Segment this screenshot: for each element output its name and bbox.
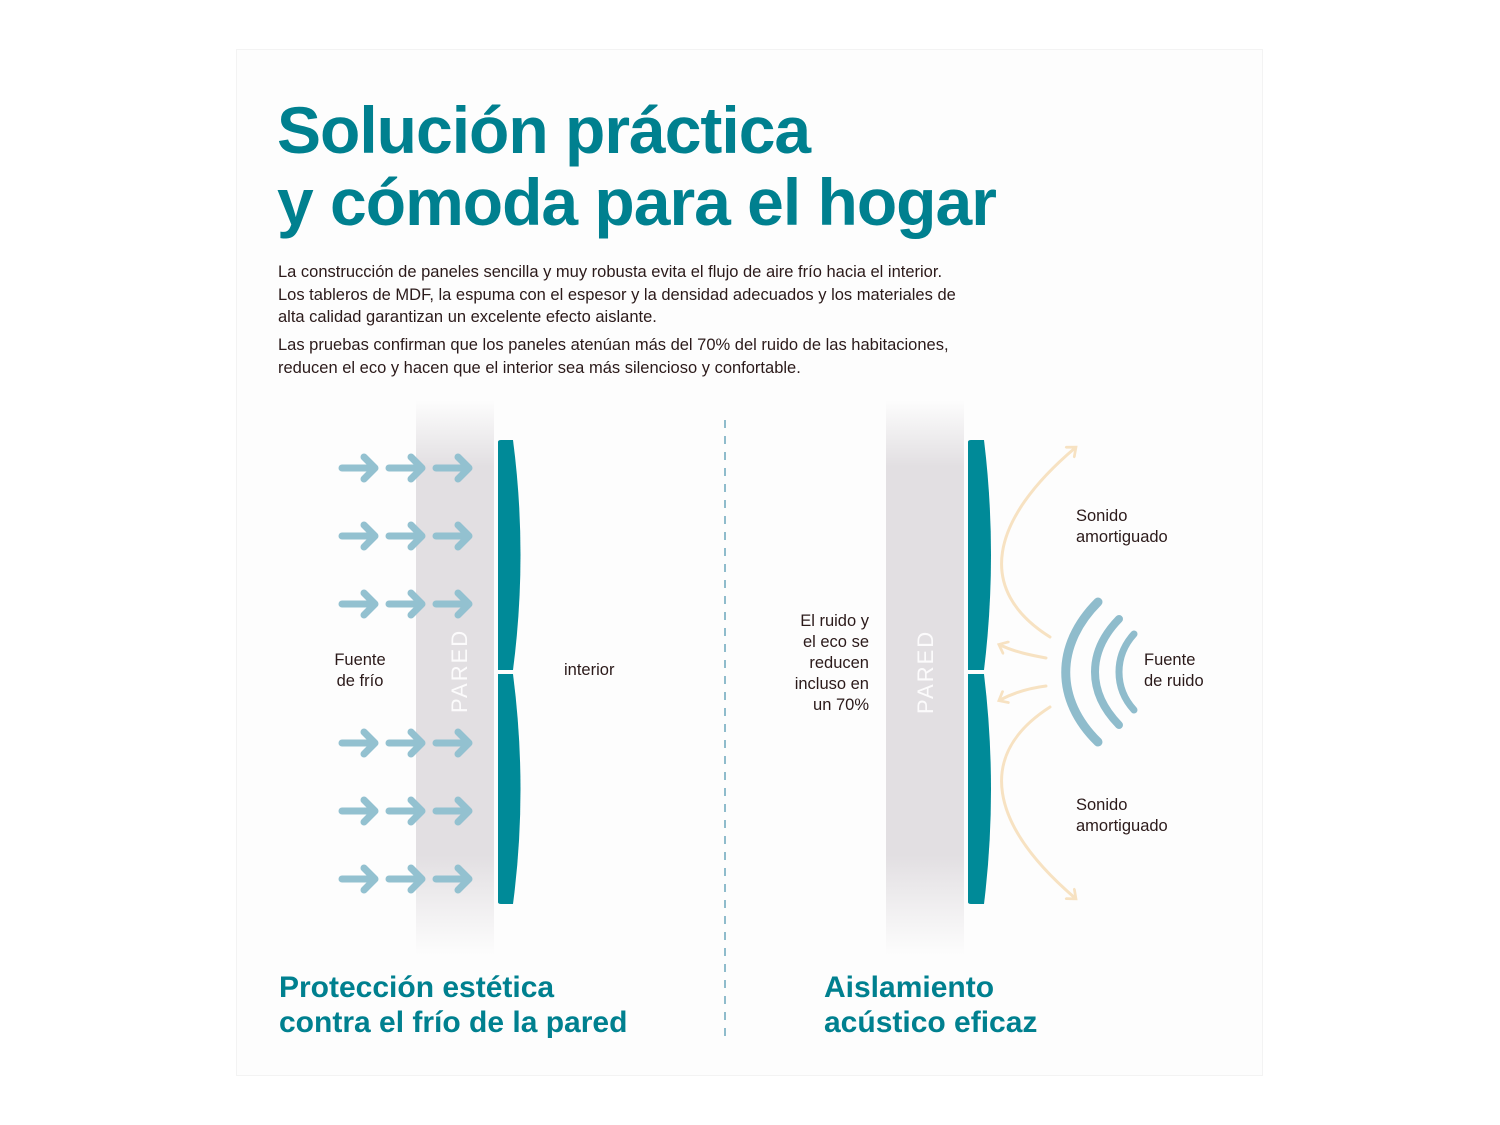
cold-source-label: Fuente de frío [330, 650, 390, 692]
sound-wave-icon [1061, 597, 1138, 747]
noise-reduction-label: El ruido y el eco se reducen incluso en … [770, 611, 869, 716]
label-line: Fuente [334, 651, 386, 669]
title-line-2: y cómoda para el hogar [277, 165, 997, 239]
paragraph-line: La construcción de paneles sencilla y mu… [278, 263, 943, 281]
label-line: incluso en [794, 675, 869, 693]
wall-label-right: PARED [913, 629, 938, 714]
heading-line: contra el frío de la pared [279, 1006, 628, 1039]
panel-left-top [498, 440, 521, 670]
label-line: El ruido y [800, 612, 869, 630]
dampened-sound-bottom-label: Sonido amortiguado [1076, 795, 1168, 837]
paragraph-line: reducen el eco y hacen que el interior s… [278, 358, 801, 377]
label-line: Sonido [1076, 507, 1128, 525]
wall-right [886, 400, 964, 955]
panel-left-bottom [498, 674, 521, 904]
page-title: Solución práctica y cómoda para el hogar [277, 93, 997, 239]
dampened-sound-top-label: Sonido amortiguado [1076, 506, 1168, 548]
dampened-sound-paths [1000, 448, 1075, 898]
paragraph-line: Los tableros de MDF, la espuma con el es… [278, 285, 956, 304]
infographic-card [237, 50, 1262, 1075]
panel-right-top [968, 440, 991, 670]
paragraph-line: Las pruebas confirman que los paneles at… [278, 336, 949, 354]
heading-line: Aislamiento [824, 971, 995, 1004]
tests-paragraph: Las pruebas confirman que los paneles at… [278, 334, 1098, 379]
label-line: de frío [336, 672, 384, 690]
label-line: Fuente [1144, 651, 1196, 669]
intro-paragraph: La construcción de paneles sencilla y mu… [278, 261, 1098, 329]
label-line: un 70% [813, 696, 869, 714]
label-line: Sonido [1076, 796, 1128, 814]
heading-line: acústico eficaz [824, 1006, 1038, 1039]
interior-label: interior [564, 661, 615, 679]
paragraph-line: alta calidad garantizan un excelente efe… [278, 308, 657, 326]
wall-left [416, 400, 494, 955]
label-line: reducen [809, 654, 869, 672]
noise-source-label: Fuente de ruido [1144, 650, 1204, 692]
acoustic-insulation-heading: Aislamiento acústico eficaz [824, 970, 1037, 1040]
label-line: el eco se [802, 633, 869, 651]
heading-line: Protección estética [279, 971, 555, 1004]
wall-label-left: PARED [447, 628, 472, 713]
label-line: amortiguado [1076, 817, 1168, 835]
label-line: amortiguado [1076, 528, 1168, 546]
panel-right-bottom [968, 674, 991, 904]
title-line-1: Solución práctica [277, 93, 811, 167]
label-line: de ruido [1144, 672, 1204, 690]
cold-protection-heading: Protección estética contra el frío de la… [279, 970, 627, 1040]
